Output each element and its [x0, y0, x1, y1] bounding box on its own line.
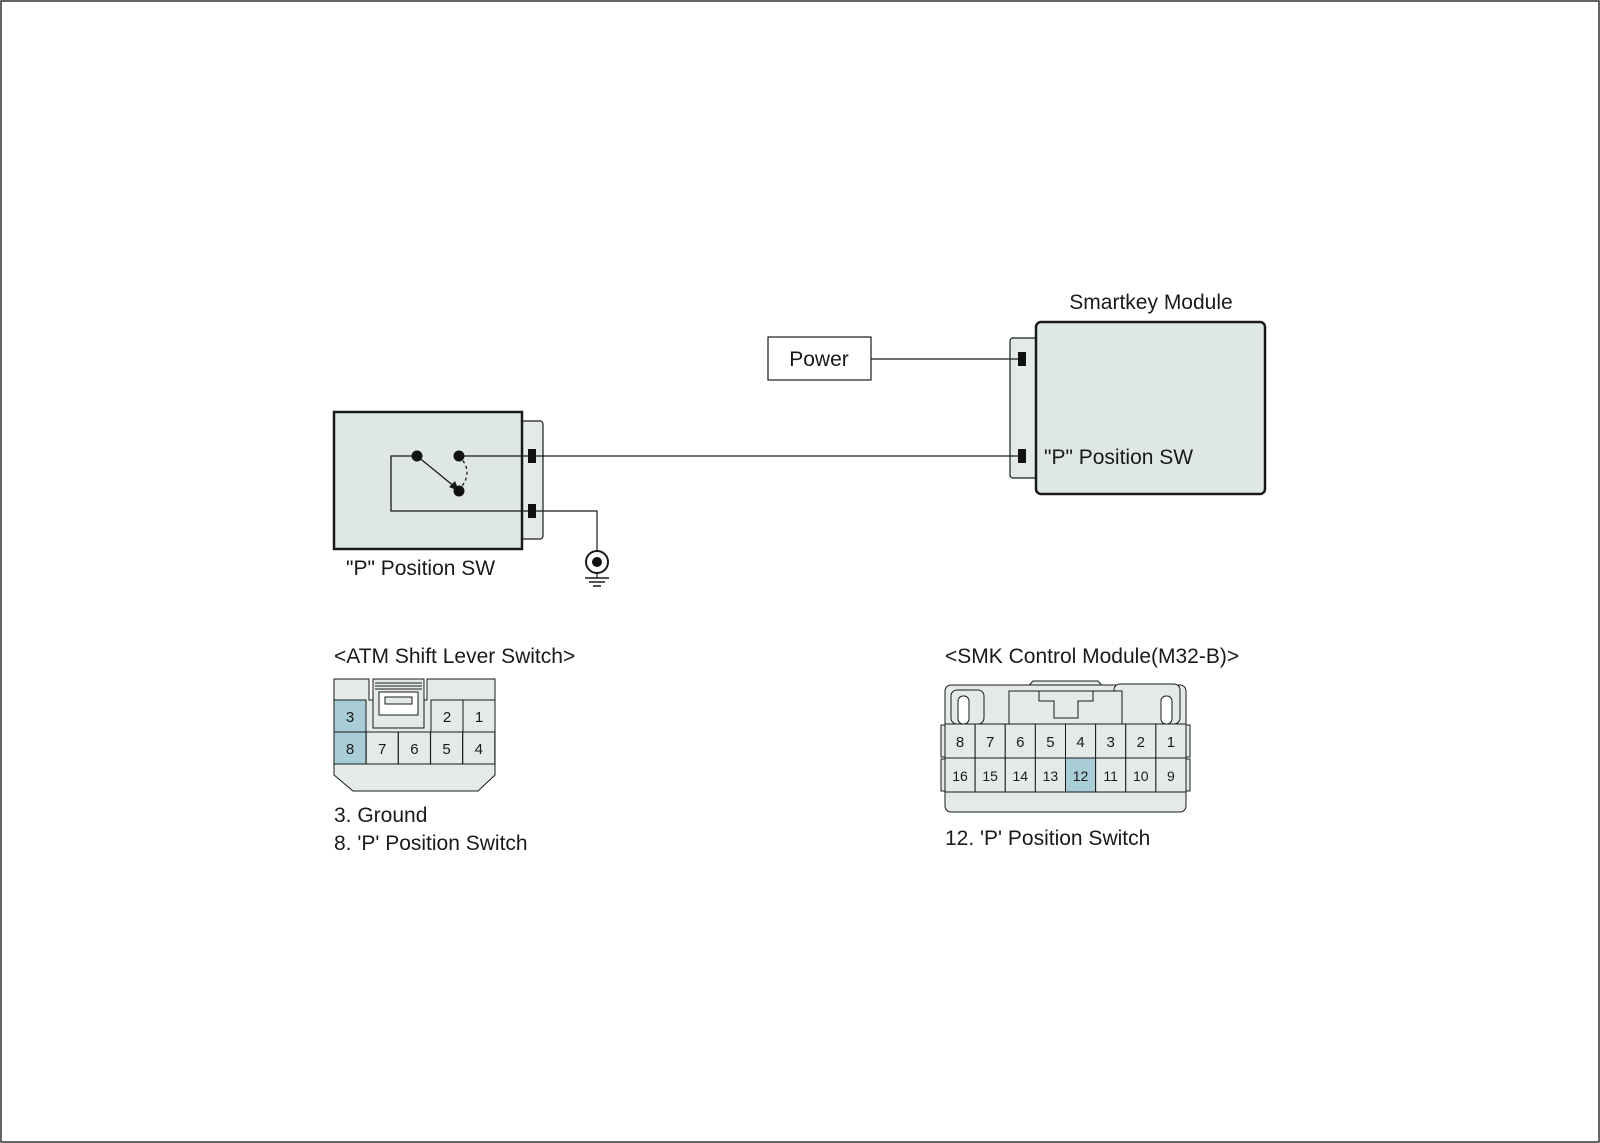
pin-number-4: 4: [1076, 734, 1084, 751]
switch-contact-dot: [453, 450, 465, 462]
smartkey-module-box: [1034, 320, 1267, 496]
pin-number-10: 10: [1133, 768, 1149, 784]
pin-number-12: 12: [1073, 768, 1089, 784]
switch-blade-dot: [453, 485, 465, 497]
pin-number-11: 11: [1103, 768, 1118, 784]
pin-number-9: 9: [1167, 768, 1175, 784]
power-box: [767, 336, 872, 381]
smartkey-module-title: Smartkey Module: [1069, 291, 1232, 314]
pin-number-7: 7: [986, 734, 994, 751]
pin-cell-7: [365, 731, 399, 765]
pin-cell-4: [462, 731, 496, 765]
pin-number-2: 2: [1137, 734, 1145, 751]
ground-wire: [536, 510, 598, 552]
module-p-sw-terminal: [1018, 449, 1026, 463]
switch-pivot-dot: [411, 450, 423, 462]
smk-connector-title: <SMK Control Module(M32-B)>: [945, 645, 1239, 668]
pin-cell-7: [974, 723, 1006, 759]
smk-legend-line-1: 12. 'P' Position Switch: [945, 827, 1150, 850]
pin-number-14: 14: [1013, 768, 1029, 784]
pin-cell-6: [397, 731, 431, 765]
module-power-terminal: [1018, 352, 1026, 366]
pin-cell-15: [974, 757, 1006, 793]
p-position-switch-label: "P" Position SW: [346, 557, 495, 580]
pin-number-8: 8: [346, 741, 354, 758]
atm-legend-line-1: 3. Ground: [334, 804, 427, 827]
p-position-switch-box: [332, 410, 524, 551]
smk-connector-pins: 8 7 6 5 4 3 2 1 16 15 14 13 12 11 10 9: [944, 723, 1187, 793]
pin-cell-1: [1155, 723, 1187, 759]
atm-legend-line-2: 8. 'P' Position Switch: [334, 832, 528, 855]
pin-number-6: 6: [410, 741, 418, 758]
pin-number-5: 5: [1046, 734, 1054, 751]
atm-connector-title: <ATM Shift Lever Switch>: [334, 645, 575, 668]
pin-number-2: 2: [443, 709, 451, 726]
pin-number-7: 7: [378, 741, 386, 758]
pin-cell-13: [1034, 757, 1066, 793]
pin-cell-8: [333, 731, 367, 765]
pin-cell-2: [1125, 723, 1157, 759]
pin-number-5: 5: [442, 741, 450, 758]
ground-icon: [585, 550, 609, 587]
pin-number-8: 8: [956, 734, 964, 751]
atm-connector-pins: 3 2 1 8 7 6 5 4: [333, 699, 496, 765]
power-label: Power: [789, 348, 849, 371]
pin-number-6: 6: [1016, 734, 1024, 751]
pin-number-1: 1: [475, 709, 483, 726]
pin-cell-12: [1065, 757, 1097, 793]
module-p-position-sw-label: "P" Position SW: [1044, 446, 1193, 469]
pin-number-16: 16: [952, 768, 968, 784]
switch-terminal-ground: [528, 504, 536, 518]
switch-contact-symbol: [390, 455, 528, 512]
pin-cell-14: [1004, 757, 1036, 793]
switch-terminal-signal: [528, 449, 536, 463]
pin-number-3: 3: [346, 709, 354, 726]
pin-number-1: 1: [1167, 734, 1175, 751]
pin-cell-8: [944, 723, 976, 759]
pin-cell-2: [430, 699, 464, 733]
pin-number-13: 13: [1043, 768, 1059, 784]
pin-number-3: 3: [1107, 734, 1115, 751]
pin-cell-9: [1155, 757, 1187, 793]
pin-number-4: 4: [475, 741, 483, 758]
pin-number-15: 15: [982, 768, 998, 784]
